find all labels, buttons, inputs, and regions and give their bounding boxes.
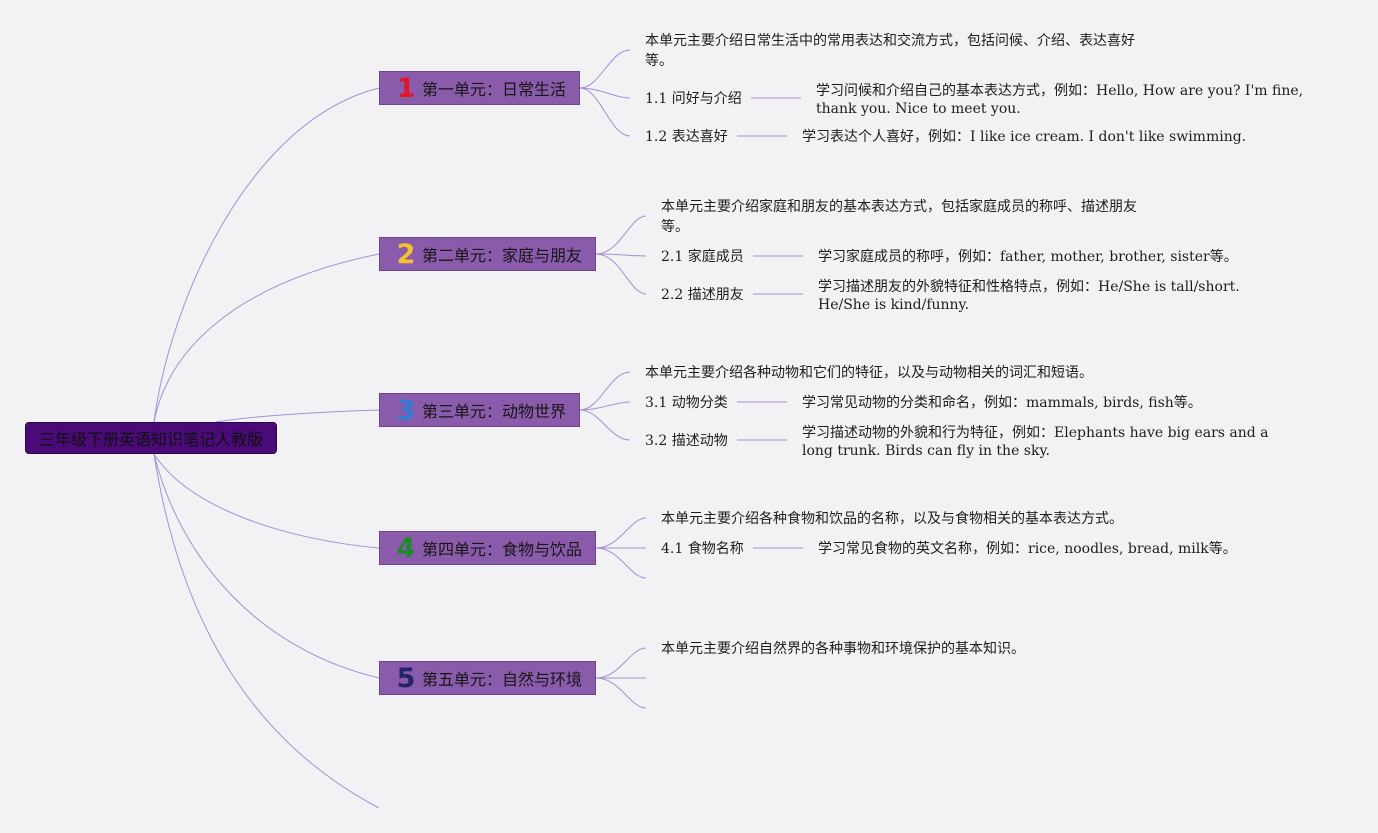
unit-1-sub-1-label[interactable]: 1.1 问好与介绍 <box>645 91 742 107</box>
unit-2-title: 第二单元：家庭与朋友 <box>422 246 583 265</box>
unit-4-sub-1-label[interactable]: 4.1 食物名称 <box>661 541 744 557</box>
unit-2-sub-1-label[interactable]: 2.1 家庭成员 <box>661 249 744 265</box>
unit-1-title: 第一单元：日常生活 <box>422 80 567 99</box>
unit-5-number: 5 <box>396 662 416 694</box>
unit-1-summary[interactable]: 本单元主要介绍日常生活中的常用表达和交流方式，包括问候、介绍、表达喜好等。 <box>645 33 1135 69</box>
unit-4-sub-1-detail[interactable]: 学习常见食物的英文名称，例如：rice, noodles, bread, mil… <box>818 541 1237 557</box>
unit-4-number: 4 <box>396 532 416 564</box>
unit-2-number: 2 <box>396 238 416 270</box>
unit-3-node[interactable]: 3 第三单元：动物世界 <box>379 393 580 427</box>
unit-1-number: 1 <box>396 72 416 104</box>
unit-1-sub-2-label[interactable]: 1.2 表达喜好 <box>645 129 728 145</box>
unit-5-summary[interactable]: 本单元主要介绍自然界的各种事物和环境保护的基本知识。 <box>661 641 1025 657</box>
unit-2-summary[interactable]: 本单元主要介绍家庭和朋友的基本表达方式，包括家庭成员的称呼、描述朋友等。 <box>661 199 1137 235</box>
unit-3-number: 3 <box>396 394 416 426</box>
root-topic[interactable]: 三年级下册英语知识笔记人教版 <box>25 422 277 454</box>
unit-1-sub-2-detail[interactable]: 学习表达个人喜好，例如：I like ice cream. I don't li… <box>802 129 1247 145</box>
unit-1-node[interactable]: 1 第一单元：日常生活 <box>379 71 580 105</box>
unit-4-node[interactable]: 4 第四单元：食物与饮品 <box>379 531 596 565</box>
unit-3-title: 第三单元：动物世界 <box>422 402 567 421</box>
unit-3-sub-2-label[interactable]: 3.2 描述动物 <box>645 433 728 449</box>
unit-4-title: 第四单元：食物与饮品 <box>422 540 583 559</box>
unit-2-sub-2-label[interactable]: 2.2 描述朋友 <box>661 287 744 303</box>
unit-2-sub-2-detail[interactable]: 学习描述朋友的外貌特征和性格特点，例如：He/She is tall/short… <box>818 279 1240 313</box>
unit-5-node[interactable]: 5 第五单元：自然与环境 <box>379 661 596 695</box>
unit-2-node[interactable]: 2 第二单元：家庭与朋友 <box>379 237 596 271</box>
unit-2-sub-1-detail[interactable]: 学习家庭成员的称呼，例如：father, mother, brother, si… <box>818 249 1238 265</box>
unit-3-sub-1-label[interactable]: 3.1 动物分类 <box>645 395 728 411</box>
unit-4-summary[interactable]: 本单元主要介绍各种食物和饮品的名称，以及与食物相关的基本表达方式。 <box>661 511 1123 527</box>
unit-3-sub-2-detail[interactable]: 学习描述动物的外貌和行为特征，例如：Elephants have big ear… <box>802 425 1269 459</box>
root-topic-label: 三年级下册英语知识笔记人教版 <box>38 430 263 449</box>
unit-1-sub-1-detail[interactable]: 学习问候和介绍自己的基本表达方式，例如：Hello, How are you? … <box>816 83 1304 117</box>
unit-3-sub-1-detail[interactable]: 学习常见动物的分类和命名，例如：mammals, birds, fish等。 <box>802 395 1202 411</box>
unit-3-summary[interactable]: 本单元主要介绍各种动物和它们的特征，以及与动物相关的词汇和短语。 <box>645 365 1093 381</box>
unit-5-title: 第五单元：自然与环境 <box>422 670 583 689</box>
